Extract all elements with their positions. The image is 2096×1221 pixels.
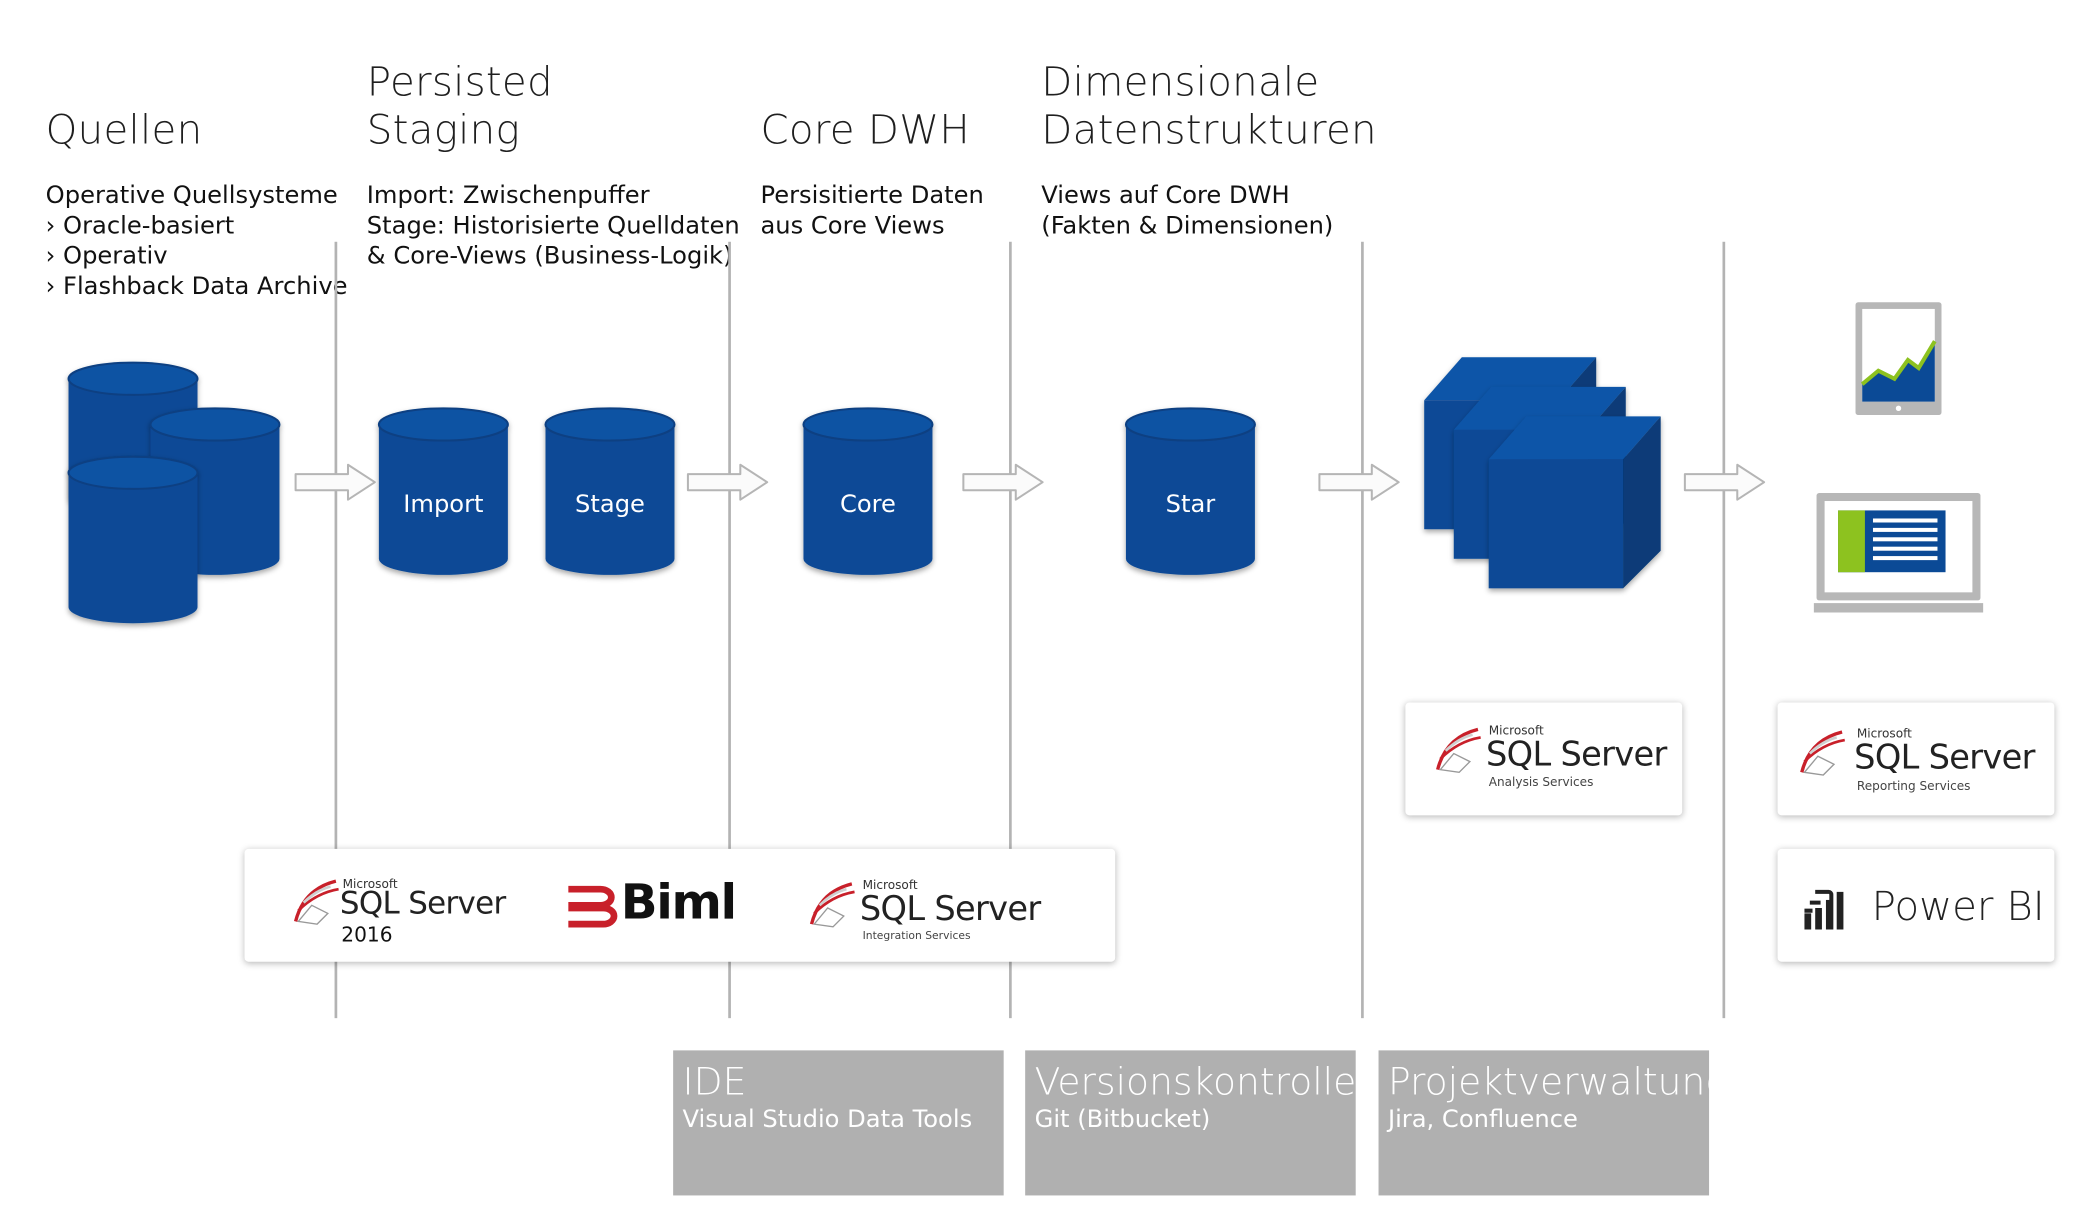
column-title-quellen: Quellen [46,107,203,155]
sql-server-logo-icon [1800,730,1845,776]
sql-server-edition: 2016 [341,922,393,947]
stage-label: Stage [575,490,645,518]
desc-line: Views auf Core DWH [1041,181,1290,210]
microsoft-label: Microsoft [1856,728,1912,742]
tool-title: Projektverwaltung [1387,1059,1728,1105]
tool-title: IDE [682,1059,747,1105]
flow-arrow-icon [294,463,376,501]
title-line: Dimensionale [1041,59,1320,107]
flow-arrow-icon [1683,463,1766,501]
star-database-icon: Star [1124,407,1256,575]
sql-server-logo-icon [809,882,855,928]
column-title-dimensional: Dimensionale Datenstrukturen [1041,59,1377,156]
column-divider [1722,241,1726,1019]
import-database-icon: Import [377,407,509,575]
source-databases-icon [67,361,281,624]
star-label: Star [1166,490,1216,518]
desc-line: › Operativ [45,241,168,270]
flow-arrow-icon [686,463,769,501]
desc-line: & Core-Views (Business-Logik) [366,241,733,270]
desc-line: aus Core Views [760,211,945,240]
desc-line: Operative Quellsysteme [45,181,338,210]
column-title-staging: Persisted Staging [367,59,553,156]
title-line: Core DWH [760,107,970,155]
flow-arrow-icon [1318,463,1400,501]
ssis-subtitle: Integration Services [862,929,971,942]
desc-line: Persisitierte Daten [760,181,984,210]
ssrs-logo-card: Microsoft SQL Server Reporting Services [1777,702,2055,816]
sql-server-logo-icon [1436,727,1481,774]
tool-subtitle: Visual Studio Data Tools [682,1105,973,1134]
ssrs-subtitle: Reporting Services [1856,780,1971,794]
column-title-core-dwh: Core DWH [760,107,969,155]
flow-arrow-icon [962,463,1044,501]
desc-line: › Oracle-basiert [45,211,235,240]
column-divider [334,241,338,1019]
tablet-report-icon [1855,302,1942,416]
biml-wordmark: Biml [620,875,737,931]
powerbi-wordmark: Power BI [1871,883,2045,931]
column-desc-dimensional: Views auf Core DWH (Fakten & Dimensionen… [1041,181,1333,241]
core-database-icon: Core [802,407,934,575]
desc-line: (Fakten & Dimensionen) [1041,211,1334,240]
desc-line: Import: Zwischenpuffer [366,181,650,210]
title-line: Datenstrukturen [1041,107,1377,155]
ssas-subtitle: Analysis Services [1488,776,1594,790]
microsoft-label: Microsoft [1488,725,1544,739]
stage-database-icon: Stage [544,407,676,575]
olap-cube-icon [1424,357,1661,589]
ssas-logo-card: Microsoft SQL Server Analysis Services [1405,702,1683,816]
biml-logo-icon [568,885,618,928]
sql-server-wordmark: SQL Server [859,889,1041,929]
tool-subtitle: Jira, Confluence [1387,1105,1578,1134]
column-divider [1009,241,1012,1019]
title-line: Quellen [45,107,203,155]
etl-tools-card: Microsoft SQL Server 2016 Biml Microsoft… [244,848,1116,962]
microsoft-label: Microsoft [342,878,398,892]
tool-box-versionskontrolle: Versionskontrolle Git (Bitbucket) [1025,1050,1357,1196]
laptop-report-icon [1813,492,1984,613]
sql-server-wordmark: SQL Server [1854,737,2035,777]
sql-server-wordmark: SQL Server [339,886,506,922]
tool-subtitle: Git (Bitbucket) [1034,1105,1211,1134]
sql-server-wordmark: SQL Server [1486,734,1667,774]
tool-title: Versionskontrolle [1034,1059,1357,1105]
microsoft-label: Microsoft [862,879,918,894]
column-divider [728,241,731,1019]
column-divider [1361,241,1364,1019]
desc-line: › Flashback Data Archive [45,271,348,301]
title-line: Persisted [366,59,553,107]
column-desc-quellen: Operative Quellsysteme › Oracle-basiert … [46,181,348,302]
powerbi-logo-card: Power BI [1777,848,2055,962]
tool-box-ide: IDE Visual Studio Data Tools [673,1050,1004,1196]
import-label: Import [403,490,483,518]
column-desc-core: Persisitierte Daten aus Core Views [760,181,983,241]
powerbi-logo-icon [1804,889,1844,930]
column-desc-staging: Import: Zwischenpuffer Stage: Historisie… [367,181,740,272]
sql-server-logo-icon [293,879,339,925]
tool-box-projektverwaltung: Projektverwaltung Jira, Confluence [1378,1050,1728,1196]
title-line: Staging [366,107,520,155]
core-label: Core [840,490,896,518]
desc-line: Stage: Historisierte Quelldaten [366,211,740,240]
